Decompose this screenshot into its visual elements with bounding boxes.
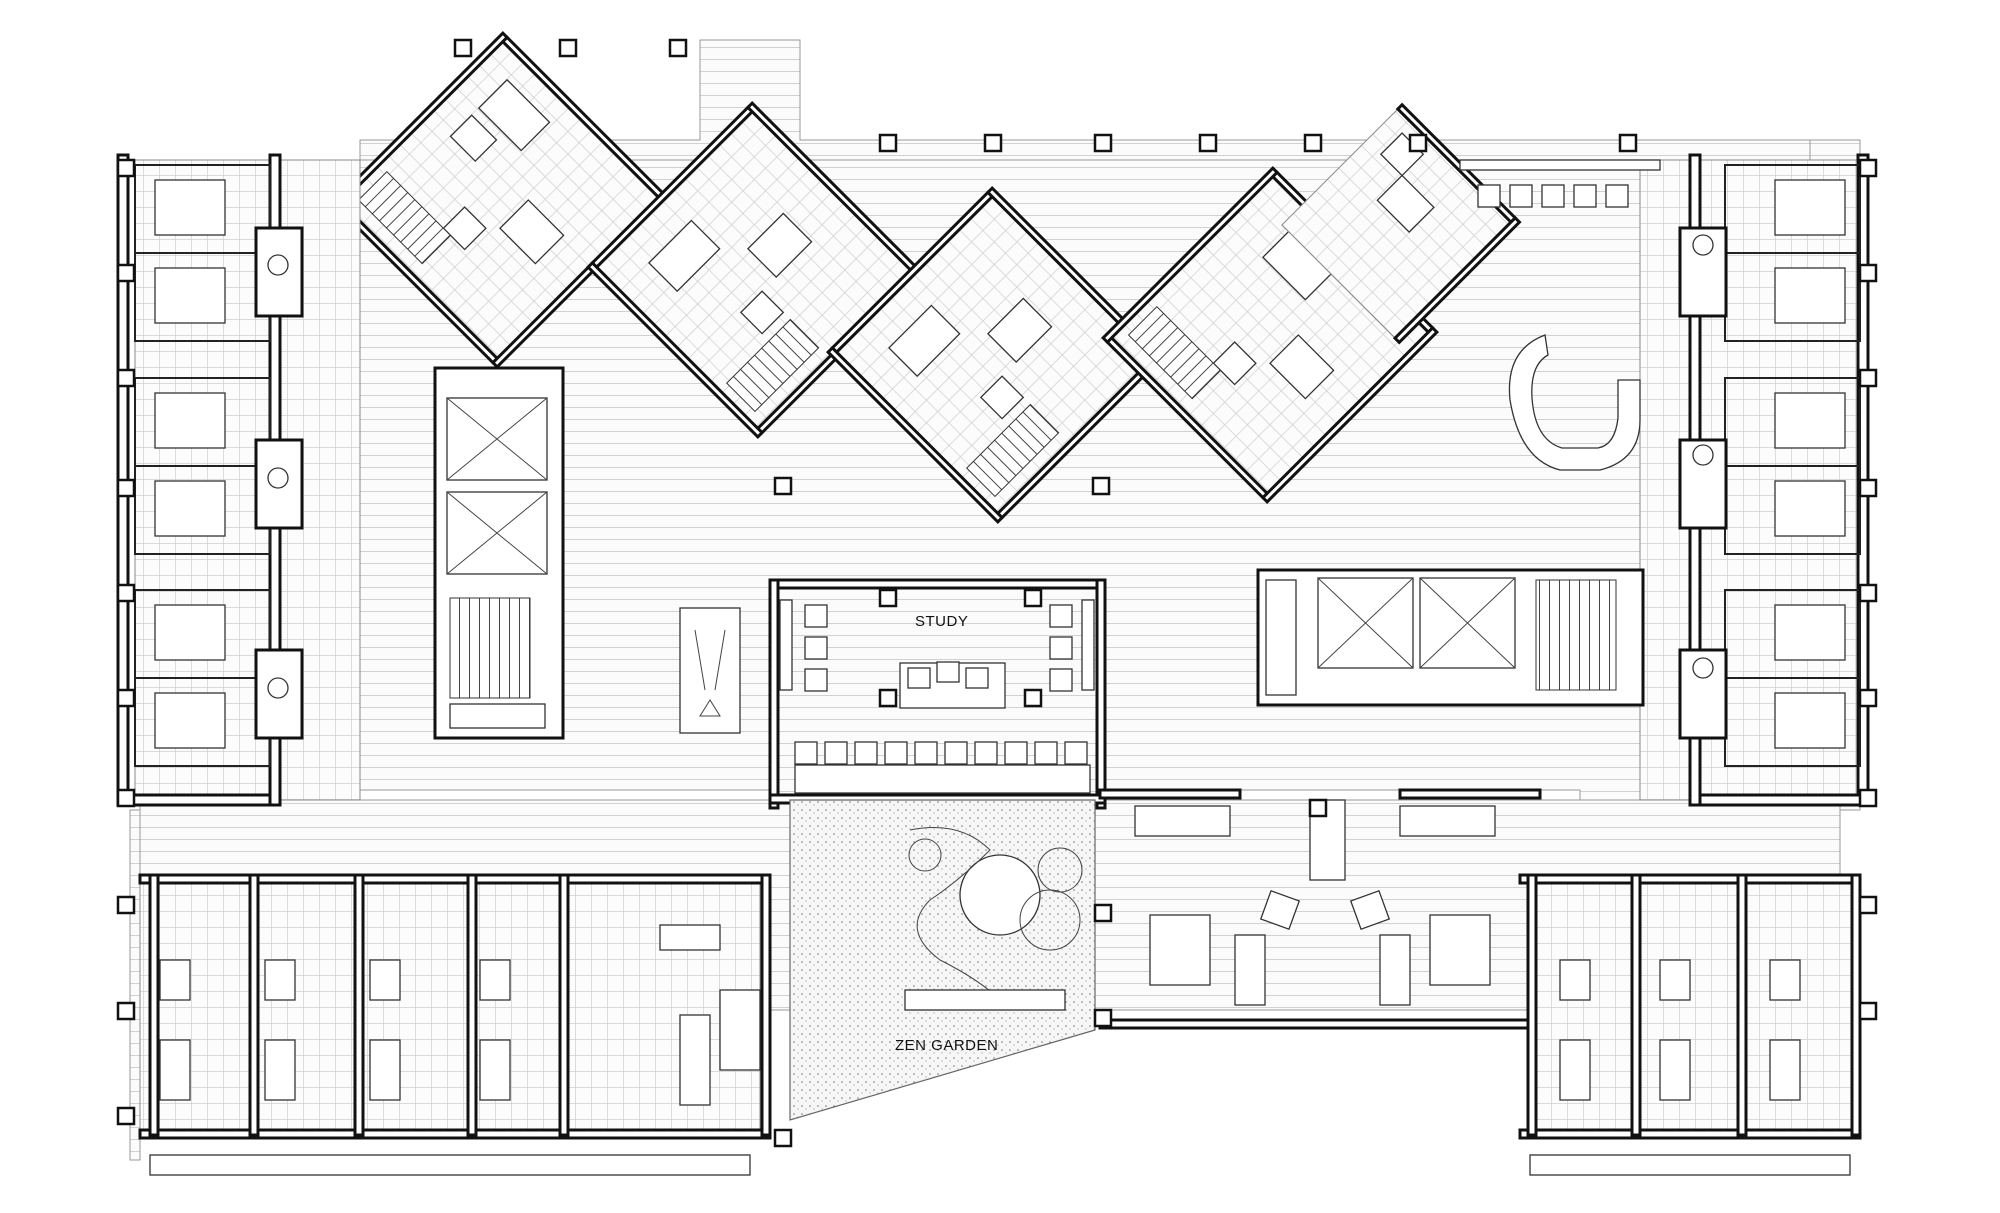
south-west-units [138,873,772,1176]
lounge-sofa [1459,159,1661,471]
dining-area [1098,788,1542,1030]
zen-garden-label: ZEN GARDEN [895,1037,998,1054]
east-wing [1639,153,1878,808]
west-core [433,366,565,740]
east-core [1256,568,1645,707]
billiard-table [679,607,741,734]
south-east-units [1518,873,1862,1176]
west-room-row [134,164,304,767]
rotated-unit-3 [826,186,1164,524]
north-terrace [359,39,1811,161]
study-label: STUDY [915,613,968,630]
columns [116,38,1878,1148]
zen-garden: ZEN GARDEN [789,799,1096,1121]
study-room: STUDY [768,578,1107,810]
rotated-unit-1 [331,31,669,369]
west-wing [116,153,361,808]
